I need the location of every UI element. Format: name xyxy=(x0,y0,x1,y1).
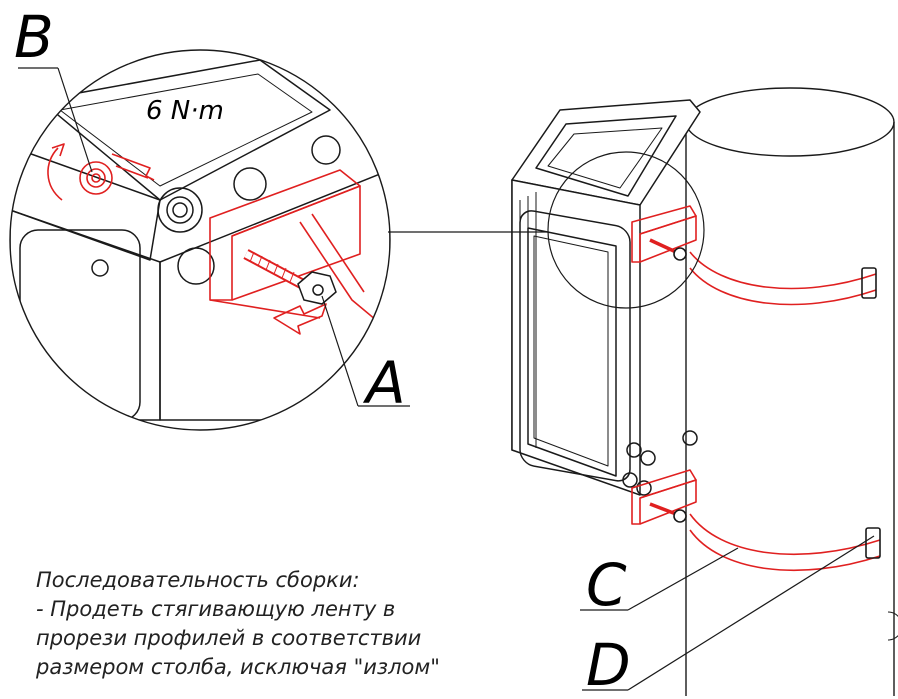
detail-source-circle xyxy=(547,151,705,309)
pole xyxy=(685,87,898,696)
callout-b: B xyxy=(14,3,54,71)
notes-heading: Последовательность сборки: xyxy=(36,568,360,592)
callout-d: D xyxy=(586,631,631,699)
callout-a: A xyxy=(366,349,406,417)
torque-label: 6 N·m xyxy=(146,96,224,126)
enclosure-box xyxy=(511,99,701,496)
notes-line: размером столба, исключая "излом" xyxy=(36,655,440,679)
notes-line: - Продеть стягивающую ленту в xyxy=(36,597,396,621)
callout-c: C xyxy=(586,551,627,619)
notes-line: прорези профилей в соответствии xyxy=(36,626,422,650)
assembly-notes: Последовательность сборки: - Продеть стя… xyxy=(36,566,516,682)
leader-lines xyxy=(18,67,875,691)
mounting-hardware xyxy=(631,205,881,571)
